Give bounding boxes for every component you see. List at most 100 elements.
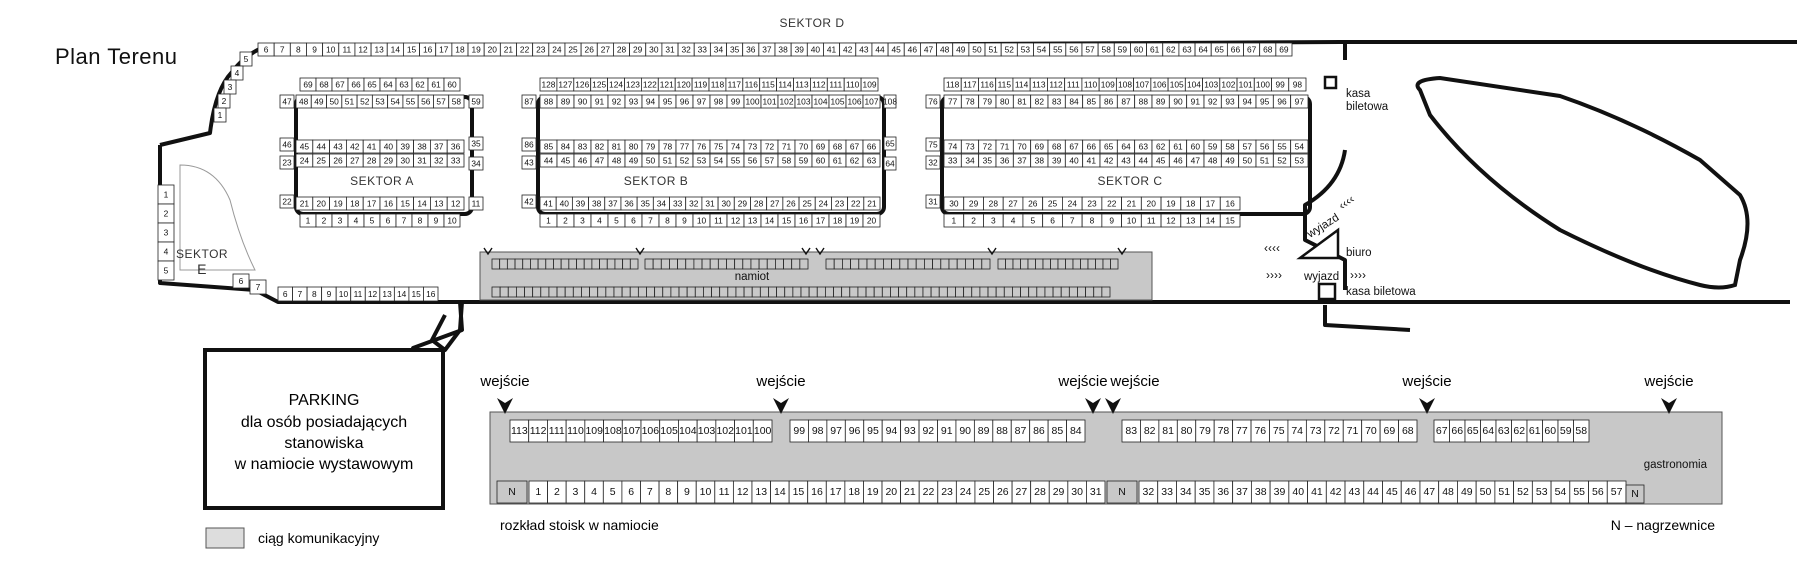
stall: 115 [759, 77, 778, 92]
stall-number: 1 [952, 216, 957, 226]
stall: 92 [607, 94, 626, 109]
stall-number: 68 [1263, 45, 1273, 55]
sector-a-label: SEKTOR A [350, 174, 414, 188]
stall: 85 [1047, 419, 1067, 443]
stall: 98 [1288, 77, 1307, 92]
stall: 109 [584, 419, 604, 443]
stall: 53 [1016, 42, 1034, 57]
stall [644, 258, 654, 270]
stall-number: 38 [417, 142, 427, 152]
stall [759, 286, 769, 298]
stall [515, 286, 525, 298]
stall-number: 85 [1052, 425, 1064, 437]
stall-number: 24 [960, 486, 972, 498]
stall: 39 [396, 139, 414, 154]
stall-number: 1 [306, 216, 311, 226]
stall-number: 24 [300, 156, 310, 166]
stall-number: 8 [418, 216, 423, 226]
stall: 27 [1002, 196, 1024, 211]
stall: 110 [1081, 77, 1100, 92]
stall-number: 108 [1118, 80, 1132, 90]
stall-number: 13 [382, 289, 392, 299]
stall: 52 [1272, 153, 1292, 168]
stall [791, 258, 801, 270]
stall: 47 [279, 94, 295, 109]
stall [662, 286, 672, 298]
stall [507, 286, 517, 298]
stall-number: 7 [256, 282, 261, 292]
stall-number: 57 [1611, 486, 1623, 498]
stall: 122 [641, 77, 659, 92]
stall: 17 [435, 42, 453, 57]
stall-number: 113 [511, 425, 528, 437]
stall: 77 [675, 139, 694, 154]
stall-number: 32 [434, 156, 444, 166]
stall: 101 [760, 94, 779, 109]
stall-number: 65 [1104, 142, 1114, 152]
stall-number: 33 [698, 45, 708, 55]
stall [808, 286, 818, 298]
stall: 4 [157, 241, 175, 262]
stall: 120 [674, 77, 693, 92]
stall-number: 68 [319, 80, 329, 90]
stall: 55 [726, 153, 745, 168]
stall-number: 96 [1277, 97, 1287, 107]
stall-number: 37 [434, 142, 444, 152]
stall [971, 286, 981, 298]
stall-number: 114 [1015, 80, 1029, 90]
entrance-arrow-icon [1085, 398, 1101, 414]
stall-number: 39 [576, 199, 586, 209]
stall-number: 37 [608, 199, 618, 209]
stall-number: 90 [1173, 97, 1183, 107]
stall-number: 51 [988, 45, 998, 55]
stall-number: 57 [436, 97, 446, 107]
stall-number: 75 [928, 140, 938, 150]
stall [537, 258, 547, 270]
stall: 44 [1134, 153, 1153, 168]
stall: 1 [943, 213, 965, 228]
stall-number: 35 [641, 199, 651, 209]
stall-number: 30 [722, 199, 732, 209]
stall: 56 [743, 153, 762, 168]
stall-number: 19 [333, 199, 343, 209]
entrance-marker [635, 247, 645, 256]
stall: 117 [960, 77, 979, 92]
stall: 12 [726, 213, 745, 228]
stall [597, 286, 607, 298]
stall-number: 66 [1231, 45, 1241, 55]
stall: 111 [547, 419, 567, 443]
stall-number: 10 [447, 216, 457, 226]
stall: 5 [157, 260, 175, 281]
stall: 54 [1550, 480, 1571, 504]
stall: 4 [347, 213, 365, 228]
stall: 3 [331, 213, 349, 228]
stall: 81 [1012, 94, 1032, 109]
stall-number: 127 [558, 80, 572, 90]
stall-number: 42 [843, 45, 853, 55]
stall-number: 70 [1365, 425, 1377, 437]
stall: 14 [770, 480, 790, 504]
stall-number: 2 [554, 486, 560, 498]
stall-number: 39 [1052, 156, 1062, 166]
stall: 58 [777, 153, 796, 168]
stall-number: 118 [946, 80, 960, 90]
stall-number: 35 [1199, 486, 1211, 498]
stall-number: 9 [1109, 216, 1114, 226]
entrance-marker [483, 247, 493, 256]
stall-number: 6 [264, 45, 269, 55]
stall: 54 [387, 94, 404, 109]
stall-number: 42 [524, 197, 534, 207]
office-label: biuro [1346, 247, 1372, 259]
stall-number: 15 [782, 216, 792, 226]
stall: 88 [992, 419, 1012, 443]
stall: 30 [645, 42, 663, 57]
stall-number: 48 [940, 45, 950, 55]
stall-number: 18 [848, 486, 860, 498]
stall: 46 [1168, 153, 1188, 168]
stall-number: 77 [1236, 425, 1248, 437]
stall-number: 30 [949, 199, 959, 209]
stall-number: 36 [624, 199, 634, 209]
stall-number: 27 [1016, 486, 1028, 498]
stall: 28 [362, 153, 381, 168]
heaters-label: N – nagrzewnice [1611, 517, 1715, 533]
